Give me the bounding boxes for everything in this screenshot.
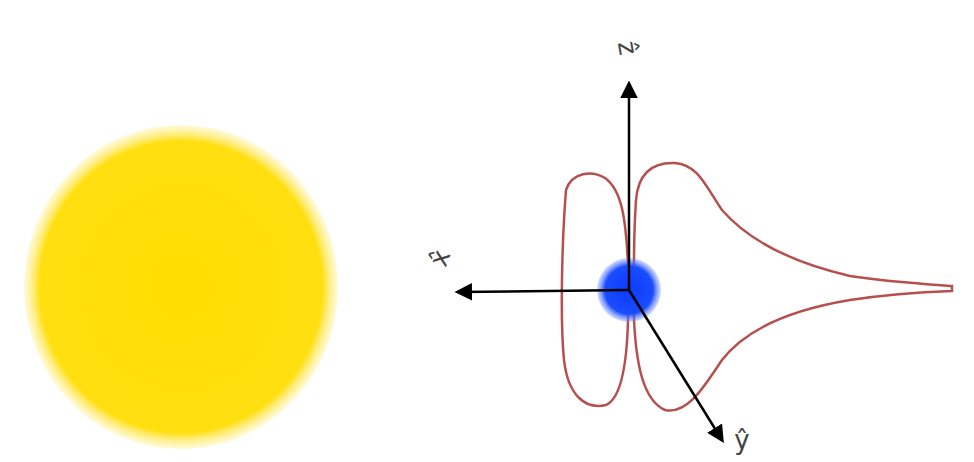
sun (24, 125, 338, 449)
axis-label: ẑ (614, 39, 642, 57)
x-axis (458, 290, 629, 292)
axis-label: x̂ (425, 246, 455, 269)
z-axis (628, 84, 631, 290)
magnetosphere-outline (562, 163, 952, 411)
axis-label: ŷ (734, 427, 749, 453)
y-axis (629, 290, 722, 440)
